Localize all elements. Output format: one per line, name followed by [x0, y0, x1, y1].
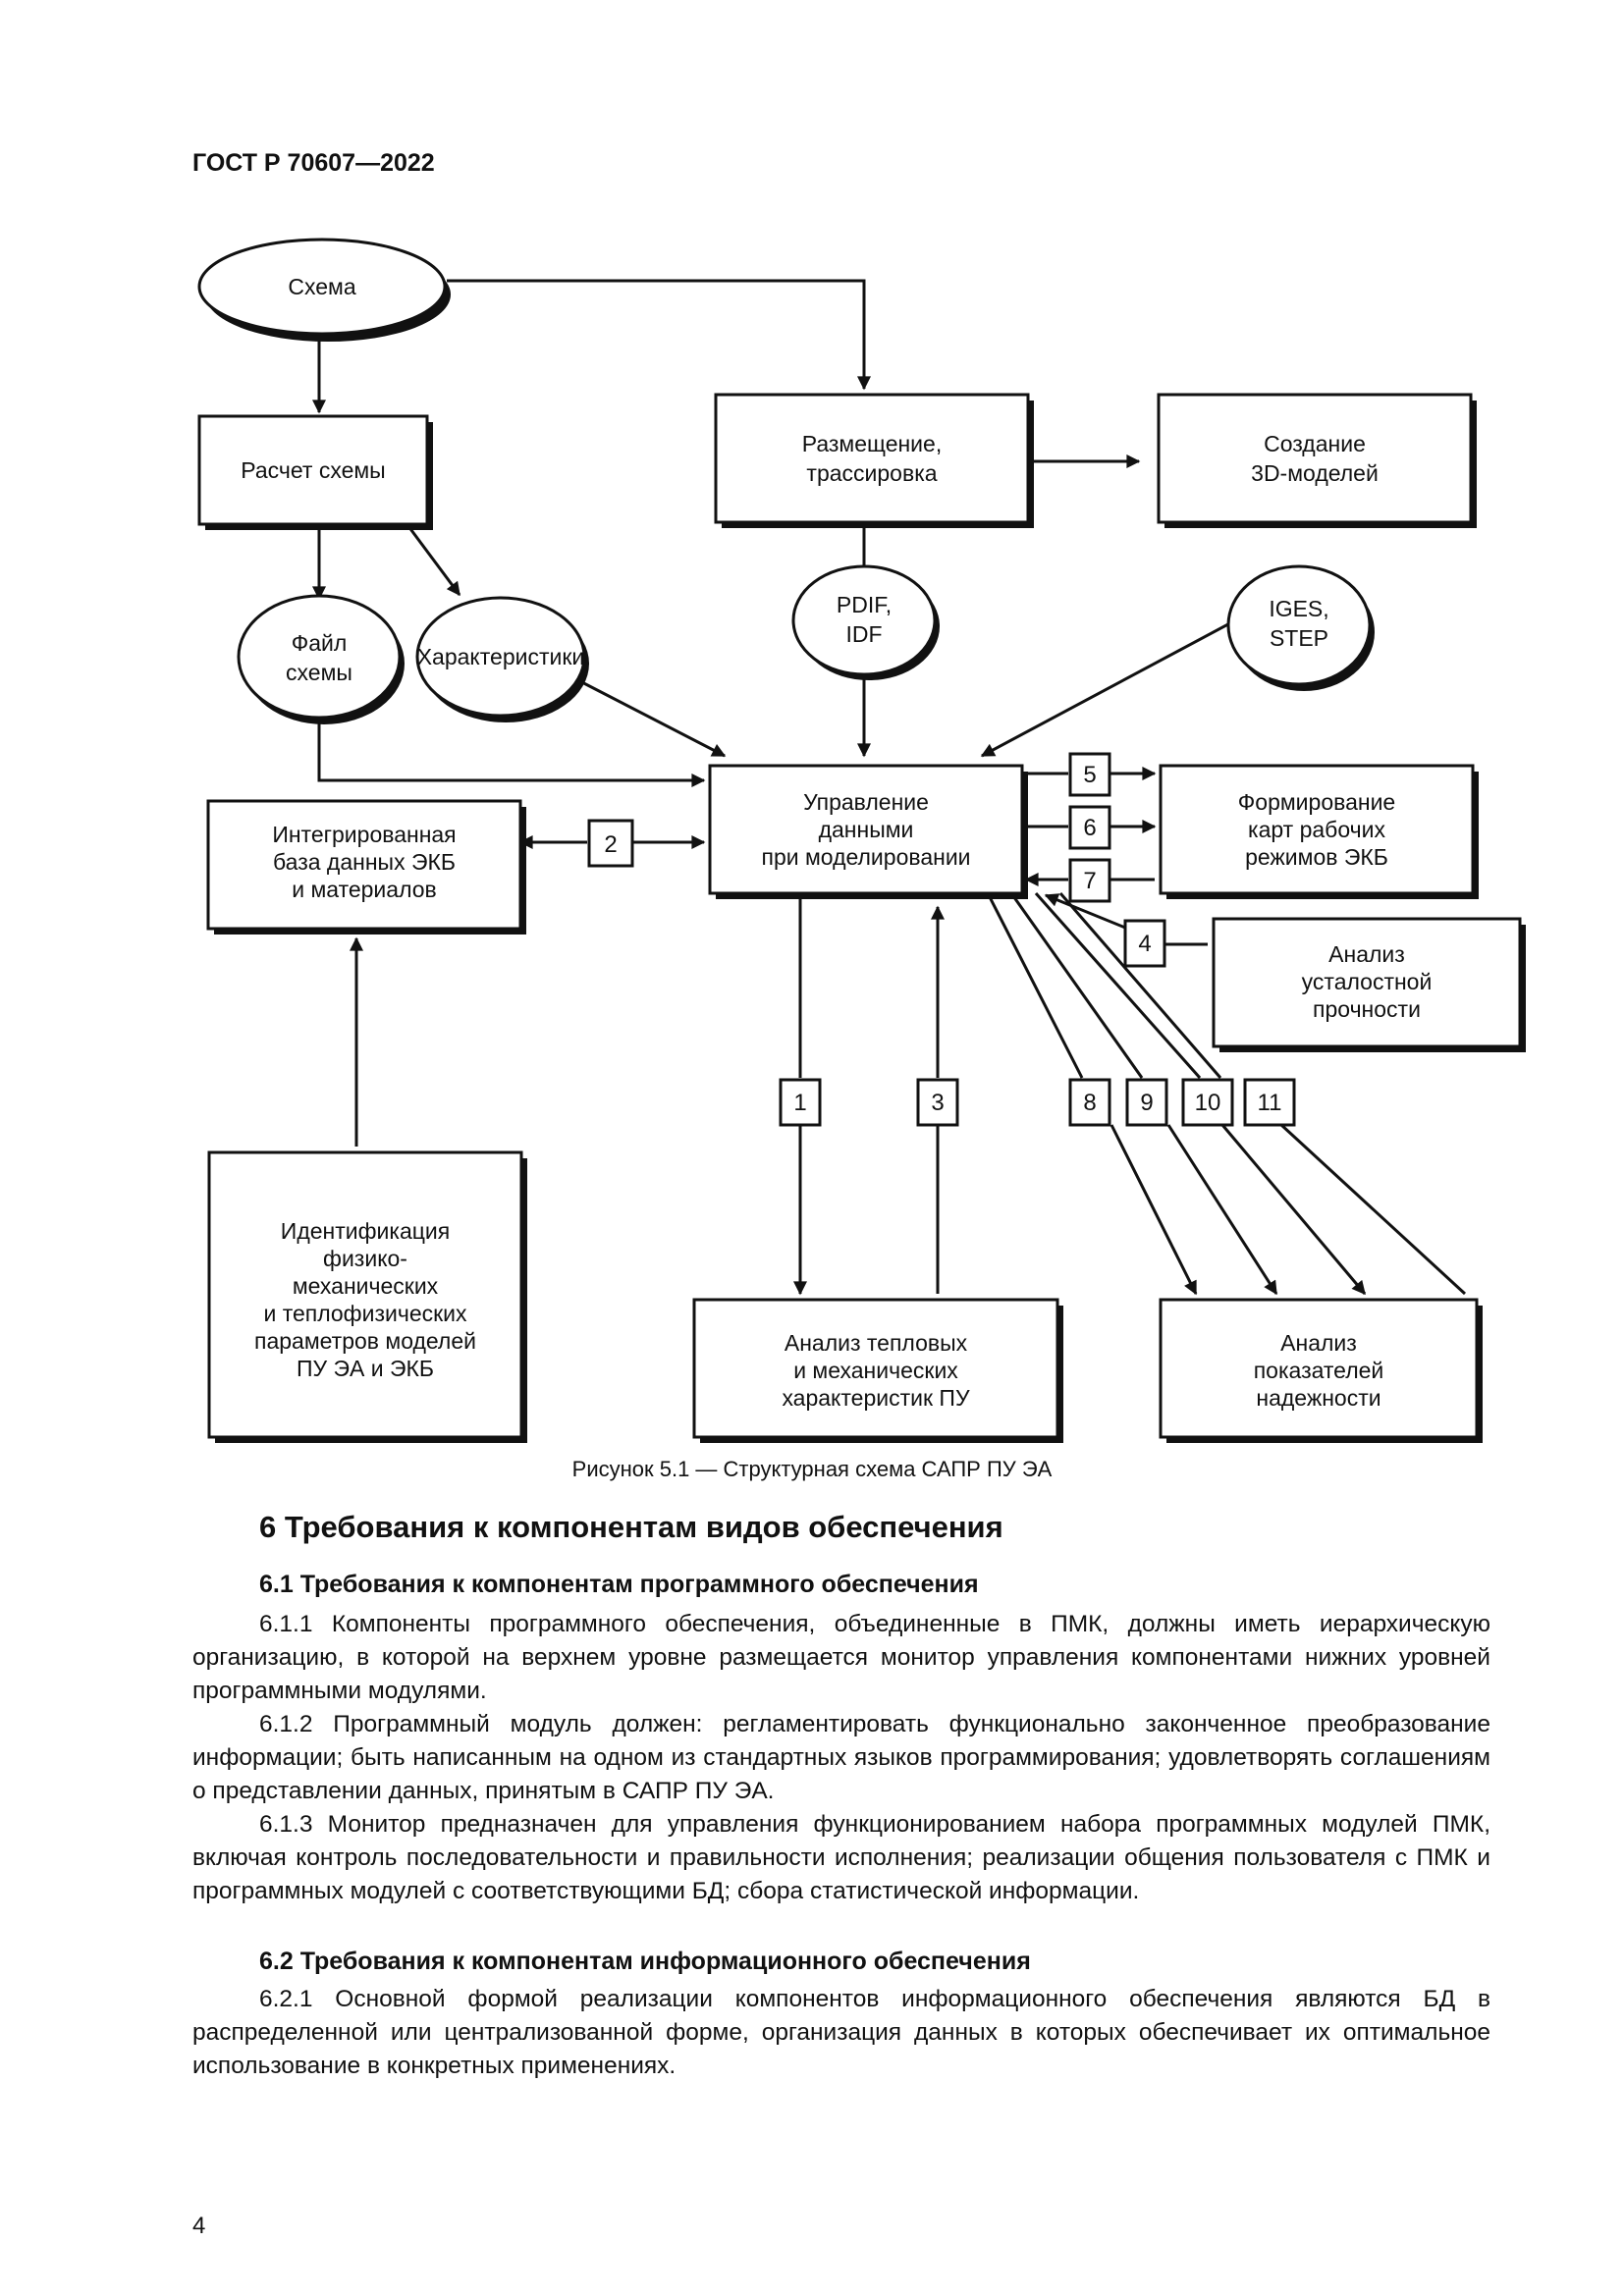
node-fatigue-label-2: усталостной [1302, 969, 1433, 994]
paragraph-6-1-2: 6.1.2 Программный модуль должен: регламе… [192, 1711, 1490, 1804]
node-ident-label-5: параметров моделей [254, 1328, 476, 1354]
number-box-5: 5 [1068, 752, 1111, 797]
node-modes-label-2: карт рабочих [1248, 817, 1385, 842]
number-8: 8 [1083, 1090, 1096, 1116]
node-operating-modes: Формирование карт рабочих режимов ЭКБ [1159, 764, 1479, 899]
node-pdif-label-1: PDIF, [837, 592, 892, 617]
node-placement-label-2: трассировка [806, 460, 937, 486]
node-3dmodels-label-2: 3D-моделей [1251, 460, 1379, 486]
node-reliab-label-1: Анализ [1280, 1330, 1357, 1356]
number-6: 6 [1083, 815, 1096, 841]
node-data-management: Управление данными при моделировании [708, 764, 1028, 899]
node-mgmt-label-2: данными [819, 817, 914, 842]
node-identification: Идентификация физико- механических и теп… [207, 1150, 527, 1443]
section-6-2-body: 6.2.1 Основной формой реализации компоне… [192, 1983, 1490, 2083]
paragraph-6-2-1: 6.2.1 Основной формой реализации компоне… [192, 1986, 1490, 2079]
node-ident-label-3: механических [293, 1273, 439, 1299]
node-thermal-analysis: Анализ тепловых и механических характери… [692, 1298, 1063, 1443]
document-id: ГОСТ Р 70607—2022 [192, 149, 435, 177]
node-3dmodels: Создание 3D-моделей [1157, 393, 1477, 528]
number-box-3: 3 [916, 1078, 959, 1127]
figure-caption: Рисунок 5.1 — Структурная схема САПР ПУ … [571, 1457, 1053, 1481]
number-11: 11 [1258, 1090, 1282, 1116]
node-modes-label-3: режимов ЭКБ [1245, 844, 1388, 870]
node-db-label-2: база данных ЭКБ [273, 849, 456, 875]
node-characteristics: Характеристики [415, 596, 589, 722]
node-schema-label: Схема [288, 274, 355, 299]
node-mgmt-label-3: при моделировании [761, 844, 970, 870]
section-6-title: 6 Требования к компонентам видов обеспеч… [259, 1510, 1003, 1544]
node-integrated-db: Интегрированная база данных ЭКБ и матери… [206, 799, 526, 934]
section-6-1-body: 6.1.1 Компоненты программного обеспечени… [192, 1608, 1490, 1908]
node-reliab-label-3: надежности [1256, 1385, 1380, 1411]
node-thermal-label-2: и механических [793, 1358, 958, 1383]
number-box-1: 1 [779, 1078, 822, 1127]
node-db-label-3: и материалов [292, 877, 437, 902]
node-fatigue: Анализ усталостной прочности [1212, 917, 1526, 1052]
node-placement-label-1: Размещение, [802, 431, 942, 456]
paragraph-6-1-3: 6.1.3 Монитор предназначен для управлени… [192, 1811, 1490, 1904]
node-reliab-label-2: показателей [1254, 1358, 1384, 1383]
number-box-7: 7 [1068, 858, 1111, 903]
node-iges-label-2: STEP [1270, 625, 1328, 651]
node-fatigue-label-3: прочности [1313, 996, 1421, 1022]
number-box-6: 6 [1068, 805, 1111, 850]
number-7: 7 [1083, 868, 1096, 894]
paragraph-6-1-1: 6.1.1 Компоненты программного обеспечени… [192, 1611, 1490, 1704]
number-1: 1 [793, 1090, 806, 1116]
page-number: 4 [192, 2213, 206, 2239]
node-file-label-2: схемы [286, 660, 352, 685]
number-box-2: 2 [587, 819, 634, 868]
structure-diagram: Схема Файл схемы Характеристики PDIF, ID… [197, 238, 1526, 1443]
section-6-1-title: 6.1 Требования к компонентам программног… [259, 1571, 979, 1598]
node-reliability: Анализ показателей надежности [1159, 1298, 1483, 1443]
node-thermal-label-1: Анализ тепловых [785, 1330, 968, 1356]
node-schema: Схема [197, 238, 451, 342]
node-placement: Размещение, трассировка [714, 393, 1034, 528]
number-box-4: 4 [1123, 919, 1166, 968]
node-file: Файл схемы [237, 594, 405, 724]
number-5: 5 [1083, 762, 1096, 788]
node-ident-label-6: ПУ ЭА и ЭКБ [297, 1356, 434, 1381]
node-calc: Расчет схемы [197, 414, 433, 530]
node-iges: IGES, STEP [1226, 564, 1375, 691]
node-mgmt-label-1: Управление [803, 789, 929, 815]
node-ident-label-4: и теплофизических [263, 1301, 467, 1326]
node-characteristics-label: Характеристики [417, 644, 585, 669]
number-9: 9 [1140, 1090, 1153, 1116]
node-db-label-1: Интегрированная [272, 822, 456, 847]
node-pdif-label-2: IDF [845, 621, 882, 647]
node-ident-label-1: Идентификация [281, 1218, 450, 1244]
number-box-9: 9 [1125, 1078, 1168, 1127]
section-6-2-title: 6.2 Требования к компонентам информацион… [259, 1948, 1031, 1975]
node-ident-label-2: физико- [323, 1246, 407, 1271]
node-file-label-1: Файл [292, 630, 348, 656]
number-4: 4 [1138, 931, 1151, 957]
node-thermal-label-3: характеристик ПУ [782, 1385, 970, 1411]
number-box-8: 8 [1068, 1078, 1111, 1127]
connectors [312, 279, 1467, 1296]
node-calc-label: Расчет схемы [241, 457, 385, 483]
number-10: 10 [1195, 1090, 1221, 1116]
node-fatigue-label-1: Анализ [1328, 941, 1405, 967]
number-3: 3 [931, 1090, 944, 1116]
node-pdif: PDIF, IDF [791, 564, 940, 680]
node-iges-label-1: IGES, [1269, 596, 1328, 621]
node-modes-label-1: Формирование [1238, 789, 1395, 815]
node-3dmodels-label-1: Создание [1264, 431, 1366, 456]
number-box-11: 11 [1243, 1078, 1296, 1127]
number-box-10: 10 [1181, 1078, 1234, 1127]
number-2: 2 [604, 831, 617, 858]
